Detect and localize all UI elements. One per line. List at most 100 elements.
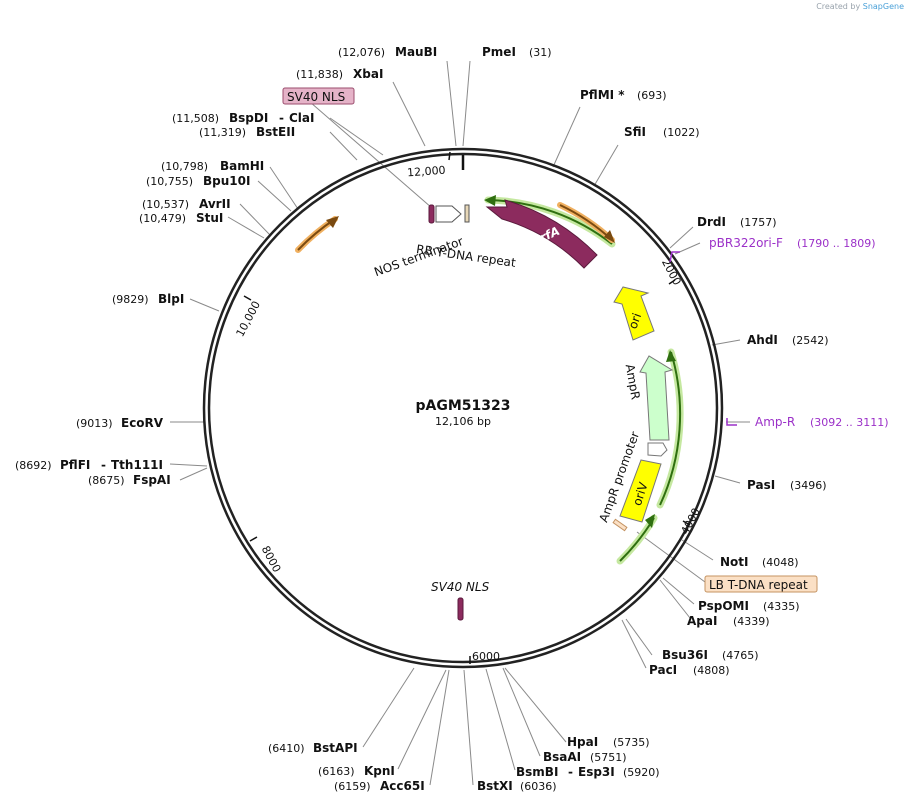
- ori-arrow: [613, 286, 655, 341]
- site-name: -: [279, 111, 284, 125]
- site-pos: (2542): [792, 334, 829, 347]
- site-pos: (693): [637, 89, 667, 102]
- leader-noti: [681, 539, 714, 561]
- site-name: BamHI: [220, 159, 264, 173]
- site-leader-lines: [169, 60, 750, 786]
- site-pos: (1757): [740, 216, 777, 229]
- site-name: -: [568, 765, 573, 779]
- site-name: Tth111I: [111, 458, 163, 472]
- site-name: SfiI: [624, 125, 646, 139]
- snapgene-credit: Created by SnapGene: [816, 2, 904, 11]
- site-pos: (11,319): [199, 126, 246, 139]
- sv40-nls-box: [282, 87, 355, 105]
- backbone-outer: [202, 147, 724, 669]
- sv40-nls-inner-label: SV40 NLS: [431, 580, 490, 594]
- site-name: Bsu36I: [662, 648, 708, 662]
- leader-bamhi: [269, 166, 299, 210]
- site-pos: (3496): [790, 479, 827, 492]
- site-name: PflFI: [60, 458, 90, 472]
- site-name: AhdI: [747, 333, 778, 347]
- site-name: Acc65I: [380, 779, 425, 793]
- site-name: -: [101, 458, 106, 472]
- site-name: BstEII: [256, 125, 295, 139]
- site-pos: (10,755): [146, 175, 193, 188]
- site-name: AvrII: [199, 197, 231, 211]
- site-name: ApaI: [687, 614, 717, 628]
- rb-repeat-label: RB T-DNA repeat: [415, 242, 517, 270]
- lb-repeat-box-label: LB T-DNA repeat: [709, 578, 808, 592]
- sv40-nls-box-label: SV40 NLS: [287, 90, 345, 104]
- leader-bsaai: [502, 667, 541, 757]
- site-pos: (10,479): [139, 212, 186, 225]
- site-name: BsaAI: [543, 750, 581, 764]
- site-name: PacI: [649, 663, 677, 677]
- leader-pspomi: [662, 577, 695, 605]
- site-pos: (10,537): [142, 198, 189, 211]
- site-pos: (11,508): [172, 112, 219, 125]
- leader-lb-repeat: [636, 531, 706, 583]
- site-name: Esp3I: [578, 765, 615, 779]
- leader-maubi: [446, 60, 457, 147]
- tick-8000: [249, 536, 258, 542]
- leader-pasi: [714, 475, 741, 484]
- leader-paci: [621, 619, 647, 669]
- site-pos: (9013): [76, 417, 113, 430]
- leader-pmei: [462, 60, 471, 147]
- site-pos: (9829): [112, 293, 149, 306]
- trfA-arrow: [485, 199, 598, 269]
- orf-arc-green-right-head: [666, 350, 676, 362]
- site-pos: (10,798): [161, 160, 208, 173]
- site-pos: (5920): [623, 766, 660, 779]
- site-pos: (6036): [520, 780, 557, 793]
- site-name: KpnI: [364, 764, 395, 778]
- site-pos: (6159): [334, 780, 371, 793]
- site-pos: (1022): [663, 126, 700, 139]
- site-pos: (5735): [613, 736, 650, 749]
- leader-bsu36i: [625, 618, 653, 656]
- sv40-nls-inner-shape: [457, 597, 464, 621]
- site-pos: (12,076): [338, 46, 385, 59]
- orf-arc-green-lower-head: [645, 514, 655, 528]
- tick-4000: [682, 520, 691, 526]
- amp-r-range: (3092 .. 3111): [810, 416, 889, 429]
- lb-repeat-marker: [612, 518, 628, 532]
- leader-acc65i: [429, 669, 450, 786]
- leader-apai: [659, 579, 691, 619]
- leader-xbai: [392, 81, 426, 147]
- site-name: HpaI: [567, 735, 598, 749]
- site-pos: (11,838): [296, 68, 343, 81]
- leader-stui: [227, 216, 265, 239]
- tick-label-4000: 4000: [678, 506, 703, 537]
- pbr322ori-f-name: pBR322ori-F: [709, 236, 783, 250]
- site-name: EcoRV: [121, 416, 164, 430]
- restriction-site-labels: (12,076) MauBI PmeI (31) (11,838) XbaI P…: [15, 45, 829, 793]
- site-name: MauBI: [395, 45, 437, 59]
- leader-ahdi: [711, 339, 741, 346]
- leader-kpni: [397, 669, 447, 770]
- tick-12000: [448, 151, 451, 161]
- orf-arc-orange-left-head: [326, 216, 339, 228]
- site-pos: (8692): [15, 459, 52, 472]
- tick-label-6000: 6000: [472, 650, 500, 663]
- pbr322ori-f-range: (1790 .. 1809): [797, 237, 876, 250]
- tick-label-10000: 10,000: [234, 299, 264, 339]
- site-name: XbaI: [353, 67, 383, 81]
- site-name: PmeI: [482, 45, 516, 59]
- site-name: BspDI: [229, 111, 268, 125]
- leader-pflmi: [552, 106, 581, 168]
- tick-2000: [668, 279, 676, 285]
- ampr-label: AmpR: [623, 363, 643, 401]
- site-pos: (31): [529, 46, 552, 59]
- amp-r-marker: [726, 418, 737, 426]
- site-name: PspOMI: [698, 599, 749, 613]
- leader-fspai: [179, 467, 208, 481]
- tick-label-12000: 12,000: [407, 164, 446, 180]
- leader-blpi: [189, 298, 220, 312]
- site-name: DrdI: [697, 215, 726, 229]
- orf-arc-orange-top-head: [604, 230, 615, 243]
- site-name: BstXI: [477, 779, 513, 793]
- site-pos: (5751): [590, 751, 627, 764]
- nos-terminator-shape: [428, 204, 435, 224]
- site-name: FspAI: [133, 473, 171, 487]
